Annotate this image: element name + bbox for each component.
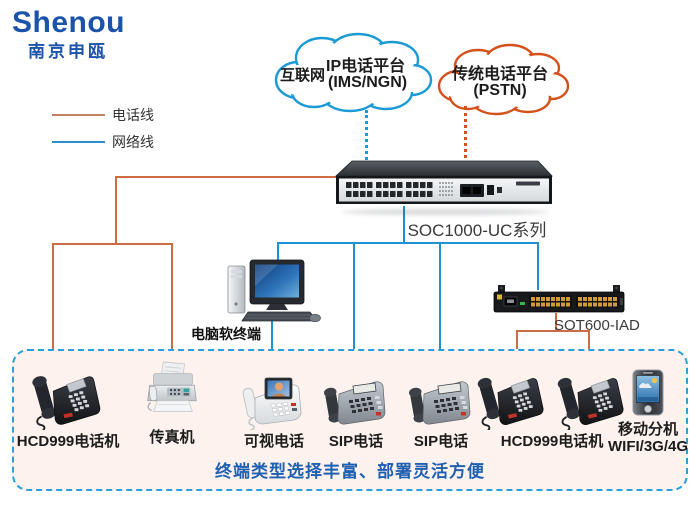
phone-line-to-hcd999 <box>52 243 54 363</box>
sip-phone-icon <box>408 366 474 430</box>
desk-phone-pair-icons <box>477 366 627 430</box>
cloud-internet-subtitle: (IMS/NGN) <box>328 74 408 91</box>
desk-phone-icon <box>477 377 544 430</box>
pc-softphone-label: 电脑软终端 <box>191 326 261 342</box>
switch-reflection <box>342 209 548 215</box>
network-line-to-sip2 <box>439 242 441 380</box>
cloud-pstn: 传统电话平台 (PSTN) <box>430 40 570 118</box>
terminal-sip-phone-1: SIP电话 <box>323 366 389 450</box>
pc-softphone-device <box>227 259 321 323</box>
terminal-slogan: 终端类型选择丰富、部署灵活方便 <box>215 462 485 481</box>
phone-line-from-iad <box>555 313 557 332</box>
switch-brand-mark <box>516 181 540 186</box>
terminal-label: 移动分机 <box>617 421 679 438</box>
network-line-to-sip1 <box>353 242 355 380</box>
cloud-pstn-title: 传统电话平台 <box>451 66 549 83</box>
mobile-phone-icon <box>630 360 666 418</box>
terminal-hcd999-1: HCD999电话机 <box>16 366 120 450</box>
soc1000-switch-device <box>334 160 553 204</box>
terminal-hcd999-pair: HCD999电话机 <box>477 366 627 450</box>
phone-line-segment <box>115 176 337 178</box>
fax-icon <box>141 361 203 426</box>
phone-line-segment <box>516 330 590 332</box>
terminal-video-phone: 可视电话 <box>241 366 307 450</box>
terminal-label: SIP电话 <box>328 433 384 450</box>
network-line-pc-to-videophone <box>271 316 273 366</box>
phone-line-to-hcd999-b <box>588 330 590 363</box>
terminal-fax: 传真机 <box>141 361 203 446</box>
terminal-sip-phone-2: SIP电话 <box>408 366 474 450</box>
network-line-to-pc <box>277 242 279 268</box>
logo-company: 南京申瓯 <box>28 42 108 61</box>
terminal-label: SIP电话 <box>413 433 469 450</box>
legend-network-line-swatch <box>52 141 105 143</box>
phone-line-segment <box>115 176 117 244</box>
network-line-to-iad <box>537 242 539 290</box>
terminal-label: HCD999电话机 <box>16 433 120 450</box>
terminal-label: 可视电话 <box>243 433 304 450</box>
pstn-dotted-link <box>464 106 467 164</box>
network-bus <box>277 242 539 244</box>
sip-phone-icon <box>323 366 389 430</box>
cloud-pstn-shape <box>437 43 570 116</box>
mouse-icon <box>309 313 321 323</box>
phone-line-to-hcd999-a <box>516 330 518 363</box>
legend-network-line-label: 网络线 <box>112 134 154 150</box>
terminal-label: 传真机 <box>149 429 195 446</box>
terminal-label-line2: WIFI/3G/4G <box>607 438 689 455</box>
cloud-internet-left-label: 互联网 <box>280 67 326 84</box>
desk-phone-icon <box>557 377 624 430</box>
terminal-mobile: 移动分机 WIFI/3G/4G <box>608 360 688 455</box>
cloud-internet-shape <box>274 32 433 113</box>
desk-phone-icon <box>31 366 105 430</box>
iad-label: SOT600-IAD <box>554 317 640 334</box>
phone-line-to-fax <box>171 243 173 363</box>
network-line-switch-drop <box>403 206 405 243</box>
cloud-internet: 互联网 IP电话平台 (IMS/NGN) <box>266 28 434 116</box>
switch-series-label: SOC1000-UC系列 <box>407 221 547 240</box>
cloud-pstn-subtitle: (PSTN) <box>473 82 527 99</box>
legend-phone-line-swatch <box>52 114 105 116</box>
terminal-label: HCD999电话机 <box>500 433 604 450</box>
phone-line-segment <box>52 243 173 245</box>
cloud-internet-title: IP电话平台 <box>326 58 406 75</box>
sot600-iad-device <box>493 285 625 313</box>
internet-dotted-link <box>365 110 368 160</box>
logo-brand: Shenou <box>12 6 125 39</box>
video-phone-icon <box>241 366 307 430</box>
legend-phone-line-label: 电话线 <box>112 107 154 123</box>
